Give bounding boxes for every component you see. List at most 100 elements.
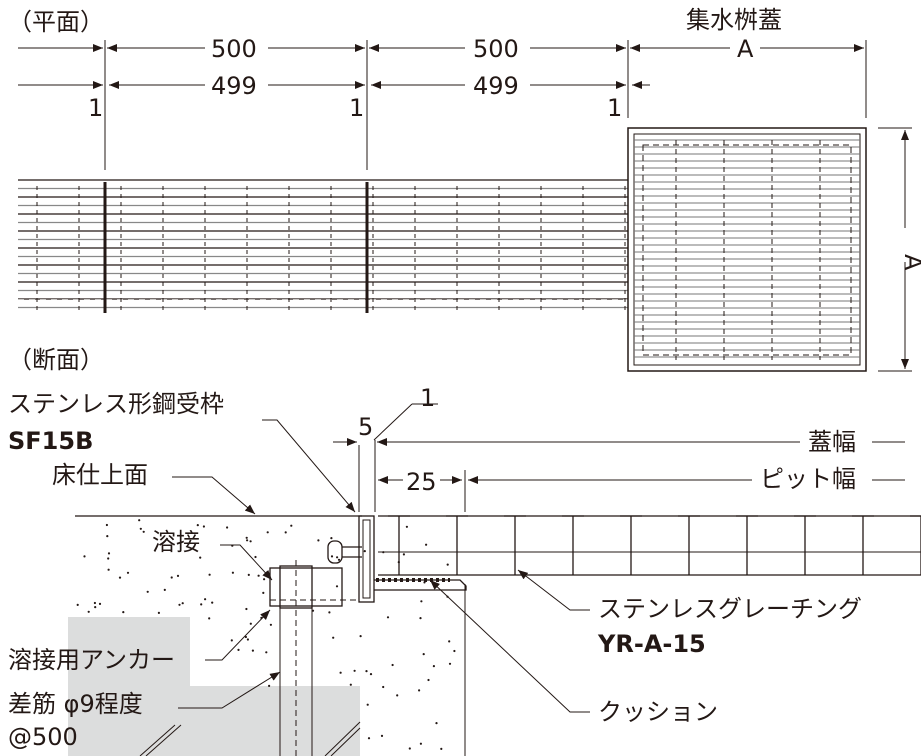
dot [284, 531, 287, 534]
grating-tee [562, 515, 584, 575]
dot [142, 530, 145, 533]
dot [170, 576, 173, 579]
dot [367, 737, 371, 740]
dot [427, 678, 430, 682]
dot [418, 689, 421, 692]
dot [453, 649, 456, 653]
dot [204, 598, 207, 601]
dot [138, 519, 141, 522]
dot [330, 555, 334, 558]
cushion-label: クッション [598, 698, 718, 726]
dot [448, 640, 451, 643]
dot [359, 635, 362, 638]
grating-label: ステンレスグレーチング [598, 595, 862, 623]
rebar-label: 差筋 φ9程度 [8, 690, 143, 718]
dot [178, 603, 181, 606]
pit-width-label: ピット幅 [760, 465, 856, 493]
dot [328, 611, 331, 614]
rebar-pitch: @500 [8, 723, 78, 751]
dot [246, 638, 249, 641]
gap-1-first: 1 [88, 94, 103, 122]
dot [422, 653, 425, 656]
dim-499-second: 499 [473, 72, 519, 100]
grating-tee [794, 515, 816, 575]
dot [245, 607, 248, 611]
dot [200, 603, 203, 606]
dim-1-label: 1 [420, 384, 435, 412]
dot [107, 568, 110, 571]
dot [386, 616, 390, 619]
dot [247, 573, 250, 577]
catch-basin-label: 集水桝蓋 [686, 6, 782, 34]
dot [146, 590, 149, 593]
weld-label: 溶接 [152, 528, 200, 556]
grating-tee [678, 515, 700, 575]
dot [196, 524, 199, 527]
dot [230, 639, 233, 642]
concrete-dots [76, 519, 456, 751]
dot [76, 603, 79, 607]
dot [353, 669, 356, 672]
grating-tee [504, 515, 526, 575]
dot [157, 611, 160, 615]
cover-width-label: 蓋幅 [808, 428, 856, 456]
section-title: （断面） [8, 346, 104, 374]
dot [448, 662, 452, 665]
dot [244, 635, 247, 639]
dot [269, 623, 272, 626]
dot [330, 537, 333, 540]
cover-frame [627, 127, 867, 372]
dot [446, 563, 449, 566]
dot [237, 648, 240, 652]
gap-1-second: 1 [349, 94, 364, 122]
dot [254, 555, 257, 559]
dot [290, 524, 293, 527]
dot [199, 556, 202, 559]
plan-grating-strip [18, 179, 628, 313]
dot [265, 651, 268, 654]
dot [176, 574, 180, 578]
grating-tee [388, 515, 410, 575]
dim-500-second: 500 [473, 35, 519, 63]
dim-a-top: A [737, 35, 754, 63]
dot [105, 523, 108, 527]
plan-dimensions [18, 40, 912, 372]
dot [266, 531, 269, 534]
dot [332, 636, 335, 639]
dot [231, 571, 234, 574]
dot [139, 527, 142, 530]
section-body [68, 403, 905, 756]
dot [339, 671, 342, 674]
dot [349, 683, 352, 686]
grating-tee [446, 515, 468, 575]
dot [391, 663, 394, 667]
dim-5-label: 5 [358, 413, 373, 441]
plan-title: （平面） [8, 8, 104, 36]
dot [405, 525, 408, 528]
dim-500-first: 500 [211, 35, 257, 63]
dot [87, 610, 90, 613]
gap-1-third: 1 [607, 94, 622, 122]
dot [202, 525, 205, 528]
dot [263, 578, 266, 581]
dot [262, 591, 265, 595]
cover-hidden-line [642, 144, 852, 356]
dot [122, 611, 125, 614]
dot [435, 722, 438, 725]
dot [93, 601, 96, 605]
dim-a-side: A [899, 254, 921, 271]
dot [208, 617, 211, 620]
frame-model: SF15B [8, 427, 93, 455]
frame-label: ステンレス形鋼受枠 [8, 390, 224, 418]
dim-25-label: 25 [406, 468, 437, 496]
dot [396, 694, 399, 697]
dim-499-first: 499 [211, 72, 257, 100]
dot [408, 747, 411, 750]
dot [126, 571, 130, 574]
dot [382, 685, 385, 689]
dot [336, 556, 339, 559]
dot [118, 576, 122, 579]
dot [246, 539, 249, 542]
